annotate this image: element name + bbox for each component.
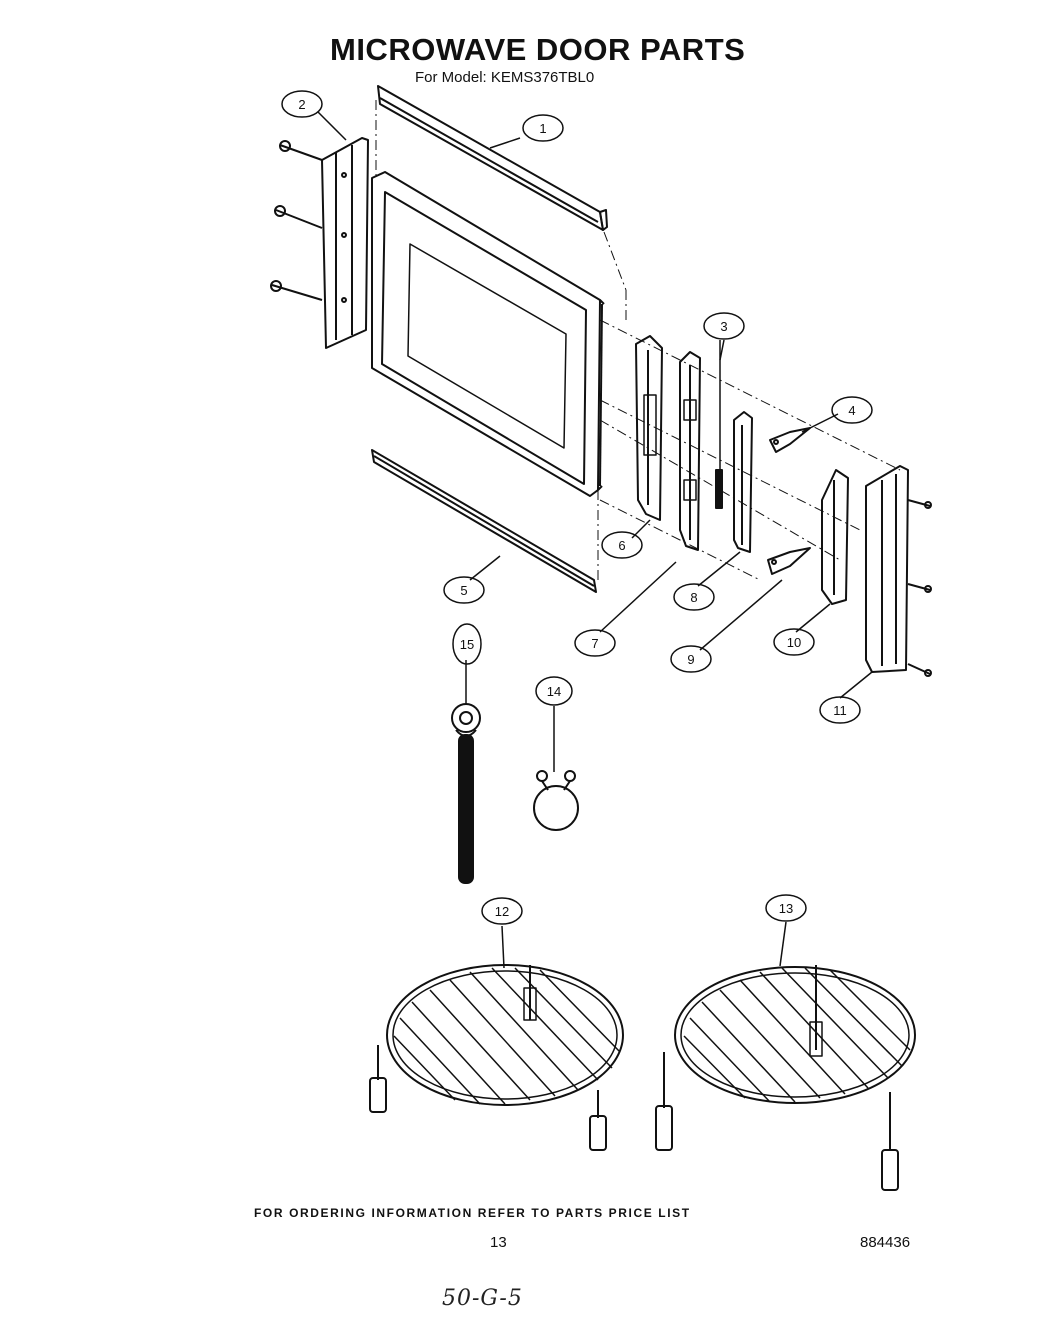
callout-label-9: 9 — [687, 652, 694, 667]
page-title: MICROWAVE DOOR PARTS — [330, 32, 746, 67]
callout-2 — [281, 90, 323, 118]
part-9-hook — [767, 547, 811, 575]
callout-4 — [831, 396, 873, 424]
handwritten-note: 50-G-5 — [442, 1286, 523, 1311]
leader-lines — [317, 111, 873, 969]
part-3-spring — [715, 340, 723, 509]
callout-label-15: 15 — [460, 637, 474, 652]
callout-label-1: 1 — [539, 121, 546, 136]
part-7-latch-plate — [679, 351, 701, 551]
part-6-bracket — [635, 335, 663, 521]
callout-14 — [535, 676, 573, 706]
callout-label-5: 5 — [460, 583, 467, 598]
part-11-hinge-plate — [865, 465, 932, 677]
part-10-bracket — [821, 469, 849, 605]
part-4-hook — [769, 427, 811, 453]
callout-15 — [452, 623, 482, 665]
callout-label-8: 8 — [690, 590, 697, 605]
callout-label-6: 6 — [618, 538, 625, 553]
callout-1 — [522, 114, 564, 142]
callout-5 — [443, 576, 485, 604]
callout-label-3: 3 — [720, 319, 727, 334]
screw-icon — [270, 140, 323, 301]
callout-label-4: 4 — [848, 403, 855, 418]
callout-7 — [574, 629, 616, 657]
callout-label-10: 10 — [787, 635, 801, 650]
model-subtitle: For Model: KEMS376TBL0 — [415, 69, 595, 86]
part-13-rack — [655, 965, 916, 1191]
alignment-lines — [375, 100, 901, 581]
callout-3 — [703, 312, 745, 340]
callout-label-2: 2 — [298, 97, 305, 112]
part-14-clip — [533, 770, 579, 831]
part-1-top-trim — [377, 85, 608, 231]
callout-label-14: 14 — [547, 684, 561, 699]
ordering-note: FOR ORDERING INFORMATION REFER TO PARTS … — [254, 1206, 691, 1220]
callout-label-7: 7 — [591, 636, 598, 651]
screw-icon — [907, 499, 932, 677]
callout-10 — [773, 628, 815, 656]
door-frame — [371, 171, 605, 497]
callout-6 — [601, 531, 643, 559]
callout-11 — [819, 696, 861, 724]
callout-13 — [765, 894, 807, 922]
part-12-rack — [369, 964, 624, 1151]
callout-label-12: 12 — [495, 904, 509, 919]
callout-label-13: 13 — [779, 901, 793, 916]
page-number: 13 — [490, 1234, 507, 1251]
callout-circles — [281, 90, 873, 925]
part-2-hinge-plate — [270, 137, 369, 349]
part-5-bottom-trim — [371, 449, 597, 593]
callout-12 — [481, 897, 523, 925]
part-8-latch — [733, 411, 753, 553]
document-number: 884436 — [860, 1234, 911, 1251]
callout-label-11: 11 — [833, 703, 847, 718]
callout-9 — [670, 645, 712, 673]
callout-8 — [673, 583, 715, 611]
part-15-probe — [451, 703, 481, 884]
